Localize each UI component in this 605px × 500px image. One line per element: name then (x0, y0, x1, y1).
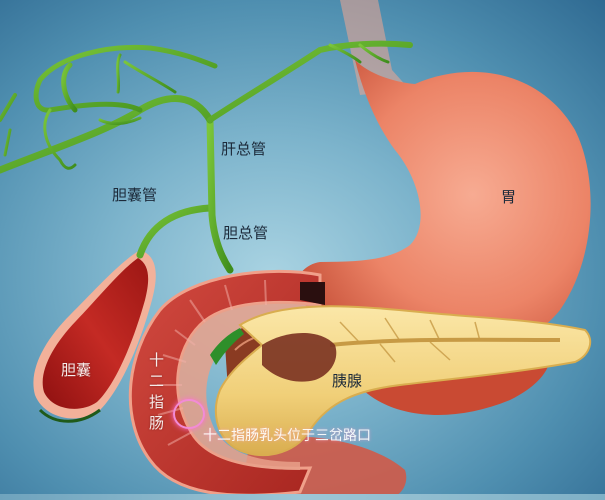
papilla-caption: 十二指肠乳头位于三岔路口 (203, 428, 371, 444)
esophagus (340, 0, 410, 95)
label-stomach: 胃 (501, 188, 517, 206)
label-gallbladder: 胆囊 (61, 361, 92, 379)
label-pancreas: 胰腺 (332, 372, 363, 390)
label-common-hepatic-duct: 肝总管 (221, 140, 267, 158)
duodenum (128, 269, 325, 497)
duodenal-papilla-highlight (173, 399, 205, 429)
label-common-bile-duct: 胆总管 (223, 224, 269, 242)
bile-ducts (0, 40, 413, 274)
gallbladder (33, 250, 156, 423)
label-cystic-duct: 胆囊管 (112, 186, 158, 204)
bottom-edge (0, 494, 605, 500)
label-duodenum: 十二指肠 (147, 352, 165, 436)
pancreas (214, 305, 592, 457)
